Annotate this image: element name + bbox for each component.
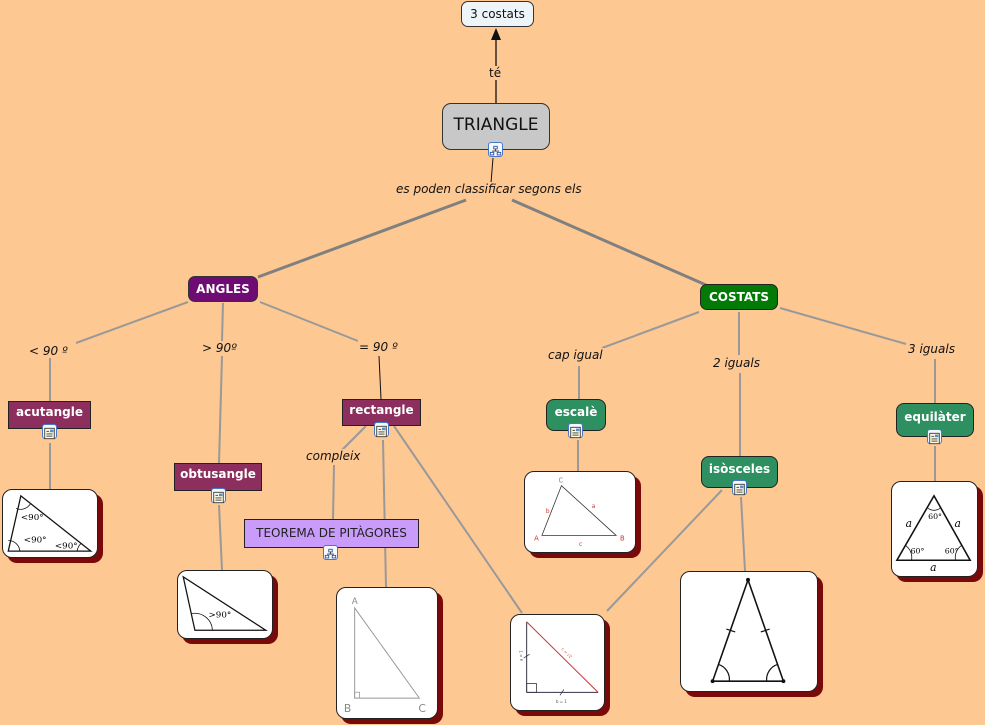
angle-label: 60° bbox=[945, 546, 959, 555]
link-angles-lt90 bbox=[75, 301, 189, 344]
vertex-label: B bbox=[344, 702, 351, 715]
link-label-classify: es poden classificar segons els bbox=[395, 182, 583, 196]
concept-node-angles[interactable]: ANGLES bbox=[188, 276, 258, 302]
angle-label: <90° bbox=[55, 541, 78, 551]
concept-node-3-costats[interactable]: 3 costats bbox=[461, 1, 534, 27]
link-label-lt90: < 90 º bbox=[28, 344, 69, 358]
link-classify-costats bbox=[511, 198, 707, 287]
right-isosceles-triangle-image[interactable]: a = 1 b = 1 c = √2 bbox=[510, 614, 605, 711]
side-label: a bbox=[955, 517, 961, 530]
link-label-te: té bbox=[488, 66, 503, 80]
link-rect-image bbox=[382, 439, 387, 588]
scalene-triangle-image[interactable]: C A B a b c bbox=[524, 471, 636, 553]
side-label: a = 1 bbox=[519, 650, 524, 661]
image-document-icon[interactable] bbox=[568, 423, 583, 439]
vertex-label: A bbox=[352, 597, 358, 607]
side-label: a bbox=[592, 504, 596, 510]
angle-label: 60° bbox=[911, 546, 925, 555]
side-label: b bbox=[546, 509, 550, 515]
vertex-label: B bbox=[620, 534, 625, 542]
concept-map-link-icon[interactable] bbox=[323, 545, 338, 560]
vertex-label: C bbox=[559, 477, 564, 485]
link-rect-shared bbox=[393, 425, 523, 614]
link-root-classify bbox=[490, 157, 494, 184]
image-document-icon[interactable] bbox=[927, 429, 942, 445]
link-obtu-image bbox=[218, 504, 223, 571]
link-label-cap-igual: cap igual bbox=[547, 348, 604, 362]
obtuse-triangle-image[interactable]: >90° bbox=[177, 570, 273, 639]
concept-node-teorema-pitagores[interactable]: TEOREMA DE PITÀGORES bbox=[244, 519, 419, 548]
concept-node-isosceles[interactable]: isòsceles bbox=[701, 456, 778, 488]
side-label: c bbox=[579, 542, 582, 548]
link-classify-angles bbox=[257, 198, 467, 279]
concept-map-link-icon[interactable] bbox=[488, 142, 503, 157]
acute-triangle-image[interactable]: <90° <90° <90° bbox=[2, 489, 98, 558]
link-gt90-obtu bbox=[218, 355, 223, 464]
equilateral-triangle-image[interactable]: 60° 60° 60° a a a bbox=[891, 481, 978, 577]
link-eq90-rect bbox=[378, 355, 382, 400]
side-label: a bbox=[906, 517, 912, 530]
image-document-icon[interactable] bbox=[211, 488, 226, 504]
link-iso-image bbox=[740, 496, 746, 572]
angle-label: >90° bbox=[208, 611, 231, 621]
link-iso-shared bbox=[606, 489, 723, 612]
vertex-label: C bbox=[418, 702, 426, 715]
link-label-3-iguals: 3 iguals bbox=[907, 342, 956, 356]
image-document-icon[interactable] bbox=[732, 480, 747, 496]
concept-node-obtusangle[interactable]: obtusangle bbox=[174, 463, 262, 491]
link-compleix-pita bbox=[332, 464, 335, 520]
arrow-head-icon bbox=[491, 28, 501, 40]
angle-label: <90° bbox=[21, 513, 44, 523]
link-label-gt90: > 90º bbox=[201, 341, 238, 355]
link-label-eq90: = 90 º bbox=[358, 340, 399, 354]
right-triangle-image[interactable]: A B C bbox=[336, 587, 438, 719]
vertex-label: A bbox=[534, 534, 539, 542]
link-costats-capigual bbox=[601, 311, 700, 349]
side-label: b = 1 bbox=[556, 699, 567, 704]
side-label: a bbox=[930, 561, 936, 574]
image-document-icon[interactable] bbox=[42, 424, 57, 440]
image-document-icon[interactable] bbox=[374, 422, 389, 438]
angle-label: 60° bbox=[928, 512, 942, 521]
concept-node-costats[interactable]: COSTATS bbox=[700, 284, 778, 310]
link-rect-compleix bbox=[341, 425, 367, 451]
concept-node-rectangle[interactable]: rectangle bbox=[342, 399, 421, 426]
angle-label: <90° bbox=[24, 535, 47, 545]
link-angles-gt90 bbox=[221, 302, 224, 342]
link-label-compleix: compleix bbox=[305, 449, 362, 463]
isosceles-triangle-image[interactable] bbox=[680, 571, 818, 692]
link-costats-3iguals bbox=[779, 307, 907, 345]
link-angles-eq90 bbox=[259, 301, 359, 342]
link-label-2-iguals: 2 iguals bbox=[712, 356, 761, 370]
